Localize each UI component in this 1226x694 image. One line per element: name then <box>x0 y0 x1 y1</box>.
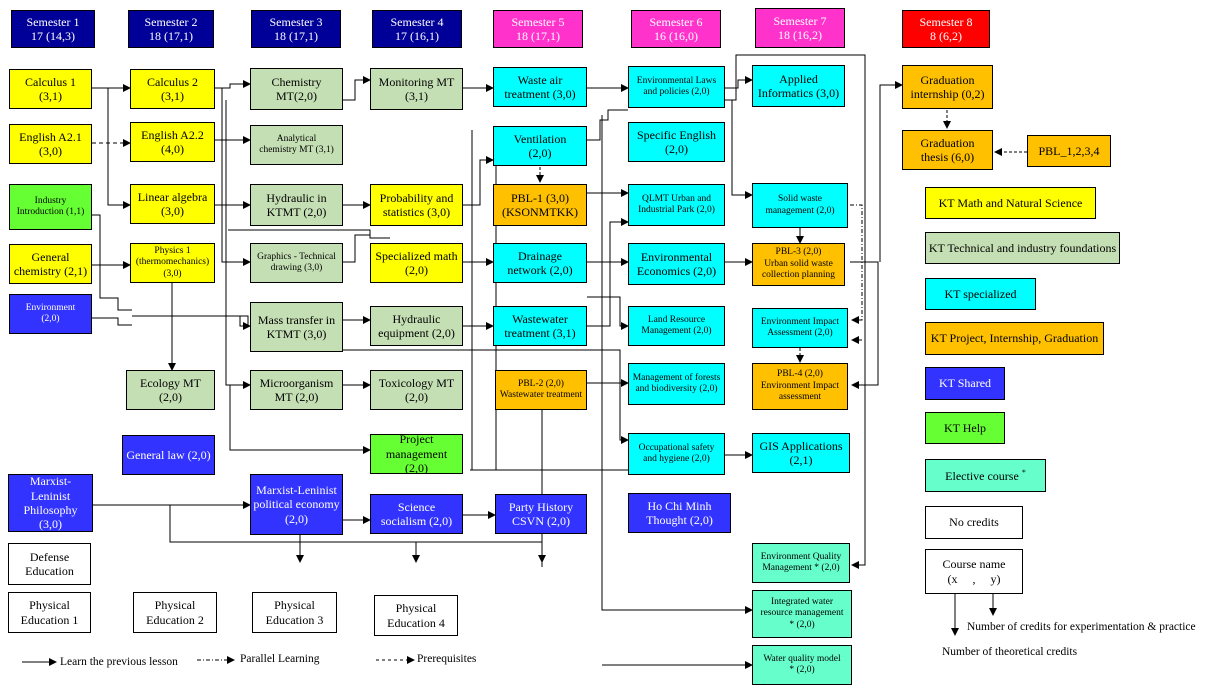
legend-specialized: KT specialized <box>925 278 1036 310</box>
legend-math: KT Math and Natural Science <box>925 187 1096 219</box>
course-general-law[interactable]: General law (2,0) <box>122 435 215 475</box>
course-calculus-2[interactable]: Calculus 2(3,1) <box>130 69 215 109</box>
course-monitoring-mt[interactable]: Monitoring MT(3,1) <box>370 68 463 110</box>
course-specialized-math[interactable]: Specialized math(2,0) <box>370 243 463 283</box>
course-linear-algebra[interactable]: Linear algebra(3,0) <box>130 184 215 224</box>
legend-course-name: Course name(x , y) <box>925 549 1023 594</box>
course-water-quality-model[interactable]: Water quality model* (2,0) <box>752 645 852 685</box>
legend-theory-credits: Number of theoretical credits <box>942 646 1078 658</box>
course-gis-applications[interactable]: GIS Applications(2,1) <box>752 433 850 473</box>
legend-parallel: Parallel Learning <box>240 653 320 665</box>
course-environment[interactable]: Environment(2,0) <box>9 294 92 334</box>
course-specific-english[interactable]: Specific English(2,0) <box>628 122 725 162</box>
course-toxicology-mt[interactable]: Toxicology MT(2,0) <box>370 370 463 410</box>
course-physics-1[interactable]: Physics 1(thermomechanics)(3,0) <box>130 243 215 283</box>
course-pbl-all[interactable]: PBL_1,2,3,4 <box>1027 135 1111 167</box>
legend-prerequisites: Prerequisites <box>417 653 477 665</box>
course-ecology-mt[interactable]: Ecology MT(2,0) <box>126 370 215 410</box>
legend-practice-credits: Number of credits for experimentation & … <box>967 621 1196 633</box>
legend-project: KT Project, Internship, Graduation <box>925 322 1104 355</box>
course-calculus-1[interactable]: Calculus 1(3,1) <box>9 69 92 109</box>
course-english-a22[interactable]: English A2.2(4,0) <box>130 122 215 162</box>
legend-technical: KT Technical and industry foundations <box>925 232 1120 264</box>
legend-help: KT Help <box>925 412 1005 444</box>
legend-shared: KT Shared <box>925 367 1005 400</box>
legend-no-credits: No credits <box>925 506 1023 539</box>
course-pbl-1[interactable]: PBL-1 (3,0)(KSONMTKK) <box>493 184 587 226</box>
legend-elective: Elective course * <box>925 459 1046 492</box>
course-english-a21[interactable]: English A2.1(3,0) <box>9 124 92 164</box>
legend-learn-previous: Learn the previous lesson <box>60 656 178 668</box>
course-ventilation[interactable]: Ventilation(2,0) <box>493 126 587 166</box>
course-pbl-2[interactable]: PBL-2 (2,0)Wastewater treatment <box>495 370 587 410</box>
